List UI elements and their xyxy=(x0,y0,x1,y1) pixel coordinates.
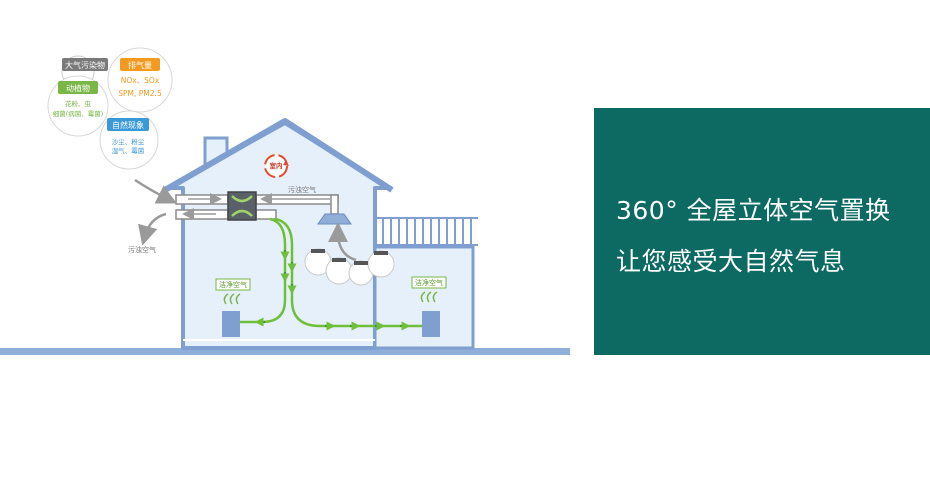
exhaust-line1: NOx、SOx xyxy=(121,76,160,85)
fresh-air-swirl-icons xyxy=(223,291,438,305)
supply-vent-left xyxy=(222,311,240,337)
dirty-air-top-label: 污浊空气 xyxy=(288,185,316,194)
plants-line2: 细菌(病菌、霉菌) xyxy=(53,109,104,118)
banner-headline: 360° 全屋立体空气置换 xyxy=(616,196,891,225)
clean-air-right-label: 洁净空气 xyxy=(415,278,443,287)
nature-title: 自然现象 xyxy=(112,120,144,130)
air-circulation-diagram: 大气污染物 排气量 NOx、SOx SPM, PM2.5 动植物 花粉、虫 细菌… xyxy=(0,47,570,355)
indoor-recycle-icon xyxy=(264,154,289,178)
ceiling-vent xyxy=(317,213,352,225)
roof xyxy=(163,118,394,193)
banner-subline: 让您感受大自然气息 xyxy=(616,247,846,276)
nature-line1: 沙尘、粉尘 xyxy=(112,137,145,146)
feature-banner: 360° 全屋立体空气置换 让您感受大自然气息 xyxy=(594,108,930,355)
ground-line xyxy=(0,348,570,355)
ducts xyxy=(175,193,339,220)
nature-line2: 湿气、霉菌 xyxy=(112,146,145,155)
flow-arrows xyxy=(254,250,411,331)
exhaust-line2: SPM, PM2.5 xyxy=(118,89,162,98)
indoor-label: 室内 xyxy=(270,161,283,170)
dirty-air-left-label: 污浊空气 xyxy=(128,245,156,254)
pollution-inflow-arrow xyxy=(134,178,177,204)
balcony-railing xyxy=(373,217,478,246)
clean-air-flow xyxy=(238,217,425,328)
indoor-return-arrow xyxy=(328,222,357,262)
exhaust-outflow-arrow xyxy=(138,212,167,246)
plants-title: 动植物 xyxy=(66,83,90,93)
heat-exchanger-unit xyxy=(227,191,257,221)
pollution-title: 大气污染物 xyxy=(65,60,105,70)
indoor-pollutant-bubbles xyxy=(304,248,395,286)
exhaust-title: 排气量 xyxy=(128,60,152,70)
clean-air-left-label: 洁净空气 xyxy=(219,280,247,289)
supply-vent-right xyxy=(422,311,440,337)
pollution-bubbles xyxy=(47,47,173,170)
clean-air-right-tag xyxy=(411,276,447,289)
plants-line1: 花粉、虫 xyxy=(65,99,92,108)
clean-air-left-tag xyxy=(215,278,251,291)
